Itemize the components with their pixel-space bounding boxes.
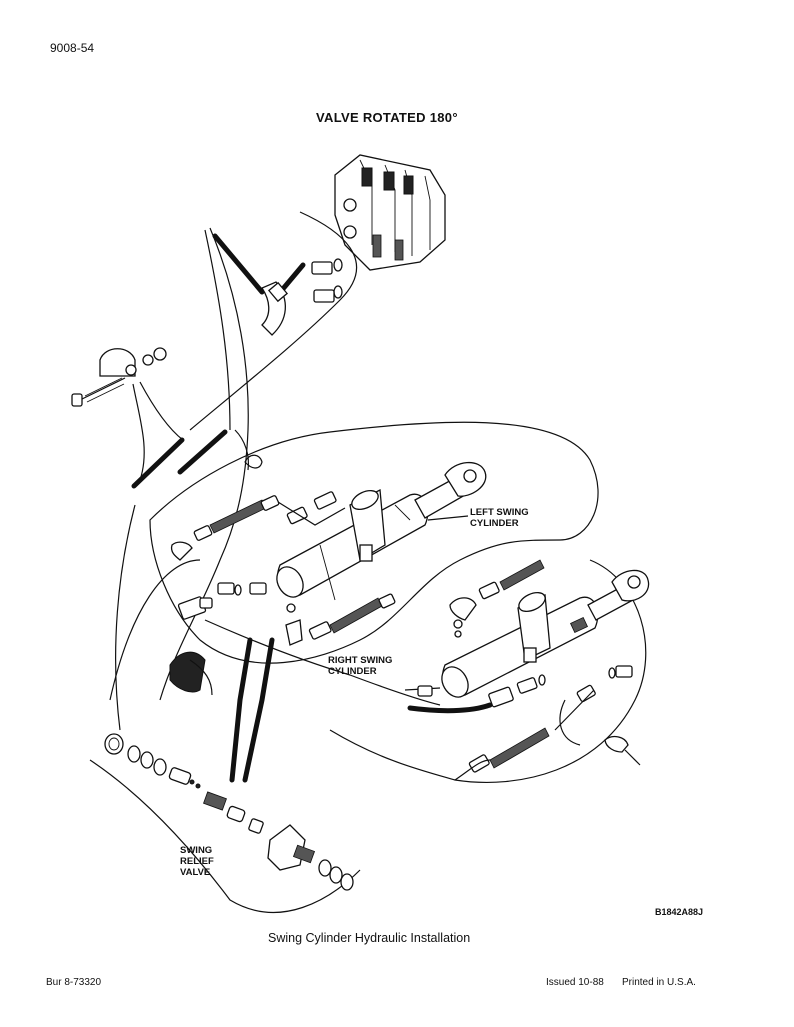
right-swing-cylinder — [404, 569, 650, 698]
label-right-swing-line-2: CYLINDER — [328, 666, 377, 677]
supply-hoses — [131, 381, 228, 489]
label-right-swing-cylinder: RIGHT SWING CYLINDER — [328, 655, 392, 677]
label-relief-line-1: SWING — [180, 845, 213, 856]
label-relief-line-2: RELIEF — [180, 856, 214, 867]
left-swing-cylinder — [276, 461, 487, 601]
right-cylinder-hoses — [407, 559, 641, 781]
valve-fittings — [212, 233, 343, 336]
hose-clamp — [71, 347, 167, 407]
form-number: Bur 8-73320 — [46, 977, 102, 988]
label-left-swing-cylinder: LEFT SWING CYLINDER — [470, 507, 529, 529]
label-right-swing-line-1: RIGHT SWING — [328, 655, 393, 666]
issued-date: Issued 10-88 — [546, 977, 604, 988]
printed-location: Printed in U.S.A. — [622, 977, 696, 988]
label-left-swing-line-1: LEFT SWING — [470, 507, 529, 518]
left-cylinder-hoses — [169, 491, 396, 696]
figure-caption: Swing Cylinder Hydraulic Installation — [268, 931, 471, 945]
label-left-swing-line-2: CYLINDER — [470, 518, 519, 529]
drawing-number: B1842A88J — [655, 907, 704, 917]
control-valve — [334, 154, 446, 271]
document-id: 9008-54 — [50, 41, 95, 55]
label-swing-relief-valve: SWING RELIEF VALVE — [180, 845, 214, 878]
routing-lines — [89, 211, 647, 913]
label-relief-line-3: VALVE — [180, 867, 211, 878]
swing-relief-valve — [104, 637, 354, 891]
diagram-title: VALVE ROTATED 180° — [316, 110, 458, 125]
